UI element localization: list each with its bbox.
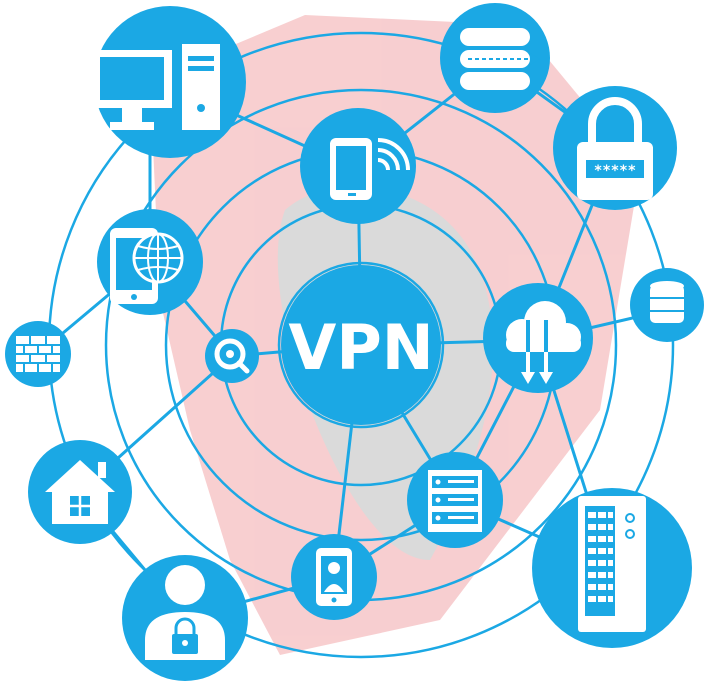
vpn-hub-label: VPN xyxy=(288,311,433,384)
home-icon xyxy=(45,460,115,524)
search-icon xyxy=(214,338,250,374)
secure-user-node xyxy=(122,555,248,681)
server-small-node xyxy=(407,452,503,548)
data-tunnel-node xyxy=(440,3,550,113)
home-node xyxy=(28,440,132,544)
cloud-transfer-icon xyxy=(506,301,581,384)
server-rack-large-node xyxy=(532,488,692,648)
tunnel-icon xyxy=(460,28,540,90)
mobile-user-icon xyxy=(316,548,352,606)
cloud-transfer-node xyxy=(483,283,593,393)
mobile-globe-node xyxy=(97,209,203,315)
password-lock-icon: ***** xyxy=(577,97,653,200)
user-lock-icon xyxy=(145,565,225,660)
database-icon xyxy=(650,281,684,323)
smartphone-wifi-icon xyxy=(330,138,410,200)
firewall-node xyxy=(5,321,71,387)
desktop-computer-icon xyxy=(92,44,220,130)
server-rack-icon xyxy=(578,496,646,632)
password-mask: ***** xyxy=(594,163,636,179)
desktop-computer-node xyxy=(92,6,246,158)
search-node xyxy=(205,329,259,383)
vpn-hub: VPN xyxy=(281,265,441,425)
server-icon xyxy=(428,470,482,532)
mobile-user-node xyxy=(291,534,377,620)
smartphone-wifi-node xyxy=(300,108,416,224)
mobile-globe-icon xyxy=(110,228,184,304)
database-node xyxy=(630,268,704,342)
firewall-icon xyxy=(16,336,60,372)
password-lock-node: ***** xyxy=(553,86,677,210)
